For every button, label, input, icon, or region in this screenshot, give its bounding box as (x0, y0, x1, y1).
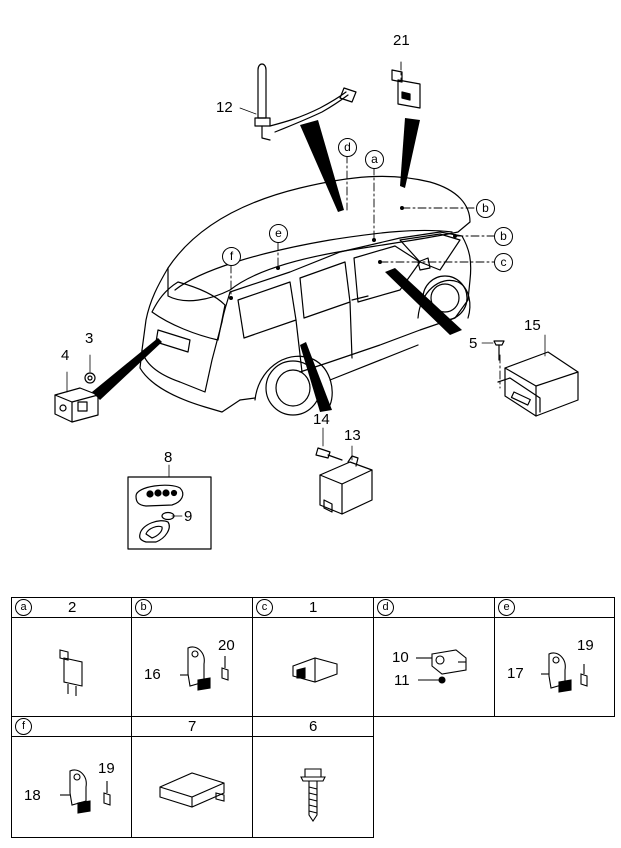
legend-letter-b: b (135, 599, 152, 616)
callout-e: e (269, 224, 288, 243)
part-label-9: 9 (184, 508, 193, 525)
legend-number-7: 7 (188, 718, 197, 735)
legend-cell-a (11, 617, 132, 717)
legend-cell-7 (131, 736, 253, 838)
legend-cell-d: 10 11 (373, 617, 495, 717)
part-label-4: 4 (61, 347, 70, 364)
part-label-5: 5 (469, 335, 478, 352)
part-label-13: 13 (344, 427, 361, 444)
callout-b-lower: b (494, 227, 513, 246)
part-label-14: 14 (313, 411, 330, 428)
control-unit-part-15 (497, 334, 579, 417)
legend-head-b: b (131, 597, 253, 618)
module-icon-d (416, 649, 467, 684)
part-label-12: 12 (216, 99, 233, 116)
leader-wedges (92, 118, 462, 412)
part-label-3: 3 (85, 330, 94, 347)
legend-cell-6 (252, 736, 374, 838)
bolt-part-14 (315, 427, 343, 461)
bolt-icon (300, 768, 326, 822)
legend-part-17: 17 (507, 665, 524, 682)
legend-number-1: 1 (309, 599, 318, 616)
relay-icon (59, 649, 83, 696)
legend-letter-d: d (377, 599, 394, 616)
legend-head-e: e (494, 597, 615, 618)
callout-c: c (494, 253, 513, 272)
legend-part-11: 11 (394, 672, 410, 689)
key-fob-box-part-8 (127, 464, 212, 550)
legend-number-2: 2 (68, 599, 77, 616)
legend-head-f: f (11, 716, 132, 737)
legend-part-19-f: 19 (98, 760, 115, 777)
part-label-21: 21 (393, 32, 410, 49)
legend-letter-e: e (498, 599, 515, 616)
legend-cell-c (252, 617, 374, 717)
legend-letter-f: f (15, 718, 32, 735)
callout-f: f (222, 247, 241, 266)
legend-head-d: d (373, 597, 495, 618)
legend-part-18: 18 (24, 787, 41, 804)
exploded-parts-diagram: a b b c d e f 21 12 3 4 5 15 14 13 8 9 (54, 32, 579, 550)
legend-part-20: 20 (218, 637, 235, 654)
legend-head-c: c 1 (252, 597, 374, 618)
legend-cell-b: 20 16 (131, 617, 253, 717)
sensor-icon-e (541, 652, 588, 693)
sensor-icon-f (60, 769, 111, 814)
legend-cell-f: 19 18 (11, 736, 132, 838)
control-unit-icon (159, 772, 225, 808)
antenna-part-12 (239, 63, 357, 141)
legend-part-16: 16 (144, 666, 161, 683)
callout-d: d (338, 138, 357, 157)
legend-letter-c: c (256, 599, 273, 616)
vehicle-illustration (54, 61, 579, 550)
callout-lines (230, 61, 501, 389)
callout-b-upper: b (476, 199, 495, 218)
legend-head-a: a 2 (11, 597, 132, 618)
module-part-13 (319, 445, 373, 515)
callout-a: a (365, 150, 384, 169)
legend-head-7: 7 (131, 716, 253, 737)
legend-head-6: 6 (252, 716, 374, 737)
connector-icon (292, 657, 338, 683)
bolt-part-5 (481, 340, 505, 361)
nut-part-3 (84, 354, 96, 384)
legend-part-10: 10 (392, 649, 409, 666)
part-label-8: 8 (164, 449, 173, 466)
module-part-4 (54, 371, 99, 423)
legend-letter-a: a (15, 599, 32, 616)
legend-part-19-e: 19 (577, 637, 594, 654)
legend-number-6: 6 (309, 718, 318, 735)
legend-cell-e: 19 17 (494, 617, 615, 717)
sensor-icon-b (180, 646, 229, 691)
part-label-15: 15 (524, 317, 541, 334)
relay-part-21 (391, 69, 421, 109)
